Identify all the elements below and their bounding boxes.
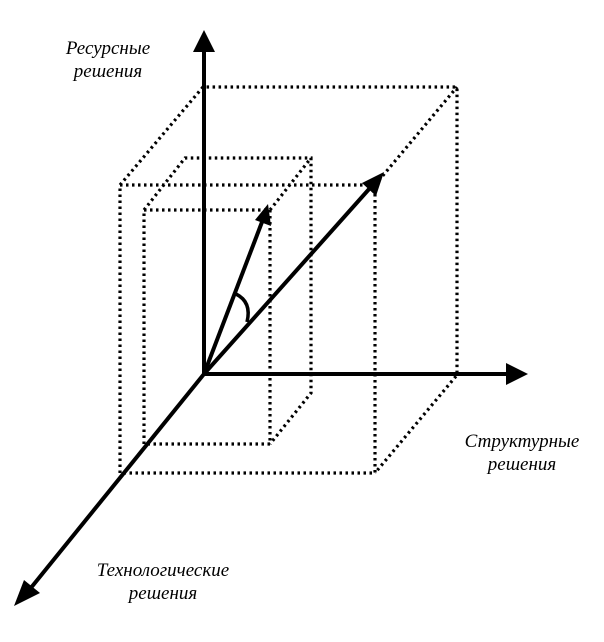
resource-axis [193,30,215,374]
structural-axis [204,363,528,385]
resource-label-line2: решения [73,61,143,82]
resource-label-line1: Ресурсные [65,38,151,59]
angle-arc [235,292,250,323]
structural-label-line1: Структурные [464,431,580,452]
outer-dotted-box [118,85,459,475]
technological-axis [14,372,206,606]
technological-axis-label: Технологические решения [78,559,248,605]
technological-label-line1: Технологические [96,560,230,581]
technological-label-line2: решения [128,583,198,604]
secondary-vector [202,204,271,375]
main-vector [202,172,384,376]
resource-axis-label: Ресурсные решения [48,37,168,83]
structural-axis-label: Структурные решения [452,430,592,476]
inner-dotted-box [142,156,313,446]
structural-label-line2: решения [487,454,557,475]
